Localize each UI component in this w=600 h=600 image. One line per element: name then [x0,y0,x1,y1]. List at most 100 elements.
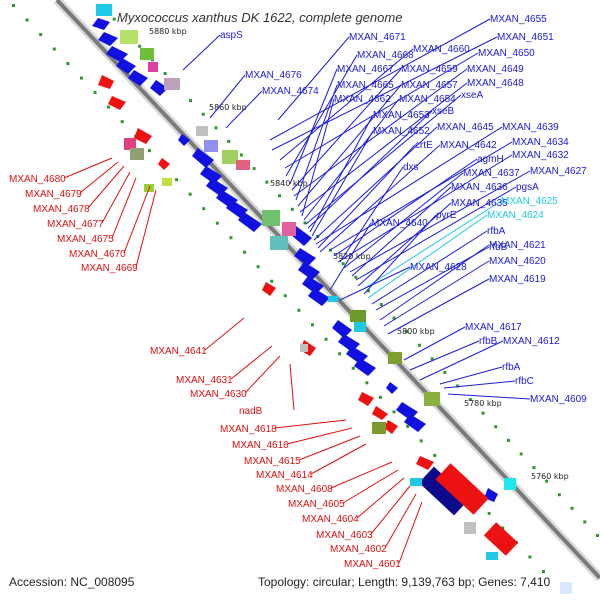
scale-dot [290,207,294,211]
gene-label: MXAN_4654 [399,94,456,105]
gene-arrow [116,58,136,74]
leader-line [447,393,531,400]
scale-dot [189,99,193,103]
scale-dot [365,381,369,385]
gene-label: MXAN_4608 [276,484,333,495]
gene-label: MXAN_4628 [410,262,467,273]
gene-label: MXAN_4605 [288,499,345,510]
genome-summary-text: Topology: circular; Length: 9,139,763 bp… [258,575,551,589]
gene-label: MXAN_4645 [437,122,494,133]
leader-line [329,222,372,291]
leader-line [317,144,416,249]
leader-line [443,380,516,389]
leader-line [244,355,281,394]
leader-line [135,189,157,268]
gene-block [483,522,519,556]
gene-arrow [298,262,320,280]
scale-dot [163,71,167,75]
gene-label: crtE [415,140,433,151]
gene-label: MXAN_4649 [467,64,524,75]
scale-dot [147,149,151,153]
leader-line [309,114,374,233]
gene-label: MXAN_4603 [316,530,373,541]
gene-label: MXAN_4668 [357,50,414,61]
reverse-genes [98,75,519,556]
gene-label: rfbB [489,242,508,253]
gene-arrow [416,456,434,470]
right-leaders [182,18,531,400]
leader-line [301,98,335,217]
tick-label: 5820 kbp [333,252,371,261]
leader-line [204,317,245,351]
gene-label: MXAN_4631 [176,375,233,386]
scale-dot [175,178,179,182]
tick-label: 5840 kbp [270,179,308,188]
gene-label: MXAN_4616 [232,440,289,451]
scale-dot [379,302,383,306]
leader-line [111,177,137,239]
leader-line [289,68,338,185]
gene-label: MXAN_4660 [413,44,470,55]
gene-arrow [192,148,214,168]
leader-line [398,501,423,564]
scale-dot [39,33,43,37]
gene-label: MXAN_4651 [497,32,554,43]
leader-line [337,154,513,263]
gene-label: MXAN_4632 [512,150,569,161]
leader-line [269,18,491,141]
leader-line [371,230,488,305]
left-leaders [63,157,423,564]
gene-label: MXAN_4621 [489,240,546,251]
gene-label: MXAN_4634 [512,137,569,148]
gene-label: pgsA [516,182,539,193]
leader-line [357,202,452,287]
leader-line [339,266,411,301]
leader-line [379,244,490,321]
leader-line [310,443,367,475]
gene-arrow [262,282,276,296]
leader-line [419,340,504,381]
map-title: Myxococcus xanthus DK 1622, complete gen… [117,10,402,25]
gene-label: MXAN_4674 [262,86,319,97]
gene-arrow [338,334,360,352]
scale-dot [338,352,342,356]
scale-dot [252,167,256,171]
gene-arrow [98,32,118,46]
leader-line [293,68,468,197]
scale-dot [532,466,536,470]
gene-arrow [358,392,374,406]
leader-line [277,36,350,121]
scale-dot [545,479,549,483]
scale-dot [583,520,587,524]
gene-label: MXAN_4677 [47,219,104,230]
leader-line [271,36,498,151]
gene-arrow [134,128,152,144]
gene-arrow [98,75,114,89]
leader-line [230,345,273,380]
scale-dot [202,207,206,211]
leader-line [274,419,347,429]
leader-line [361,200,502,291]
gene-label: MXAN_4635 [451,198,508,209]
scale-dot [93,91,97,95]
scale-dot [229,236,233,240]
gene-label: pyrE [436,210,457,221]
gene-label: MXAN_4639 [502,122,559,133]
scale-dot [303,221,307,225]
gene-label: dxs [403,162,419,173]
scale-dot [494,425,498,429]
leader-line [303,98,400,221]
gene-label: rfbA [502,362,521,373]
gene-arrow [92,18,110,30]
gene-arrow [384,420,398,434]
scale-dot [528,555,532,559]
gene-label: MXAN_4617 [465,322,522,333]
tick-label: 5800 kbp [397,327,435,336]
gene-label: MXAN_4659 [401,64,458,75]
gene-arrow [158,158,170,170]
gene-arrow [302,276,324,294]
leader-line [182,34,221,71]
gene-label: MXAN_4619 [489,274,546,285]
gene-label: MXAN_4604 [302,514,359,525]
scale-dot [25,18,29,22]
